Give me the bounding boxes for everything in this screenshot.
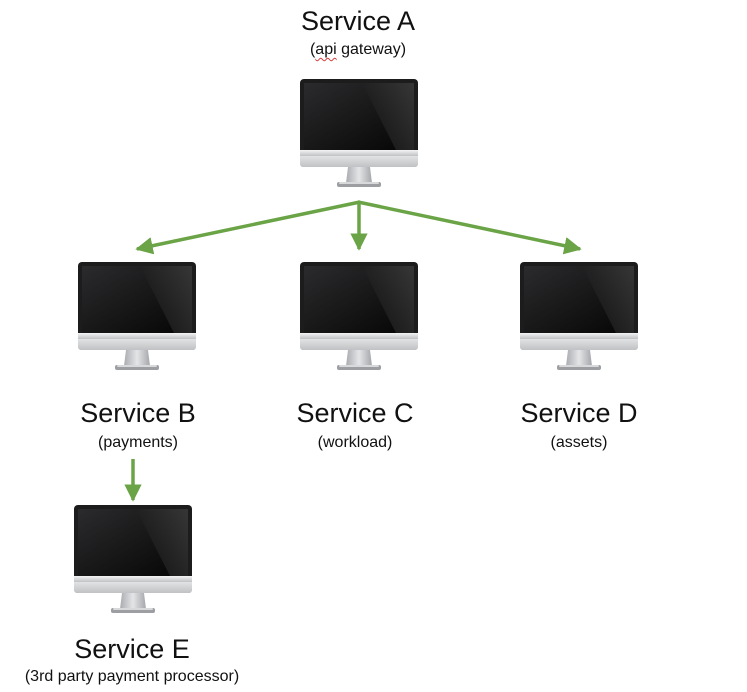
desktop-monitor-icon-service-e (74, 505, 192, 613)
service-b-title: Service B (80, 398, 196, 428)
service-a-subtitle-rest: gateway) (336, 41, 407, 58)
service-c-title: Service C (296, 398, 414, 428)
service-c-subtitle: (workload) (317, 434, 393, 451)
service-a-subtitle-open: ( (309, 41, 316, 58)
arrow-a-to-b (135, 200, 361, 255)
service-d-title: Service D (520, 398, 638, 428)
desktop-monitor-icon-service-d (520, 262, 638, 370)
service-a-title: Service A (300, 6, 416, 36)
arrow-a-to-d (357, 200, 582, 255)
service-b-subtitle: (payments) (97, 434, 179, 451)
service-a-subtitle-api: api (315, 41, 337, 58)
service-d-subtitle: (assets) (550, 434, 608, 451)
service-a-subtitle: (api gateway) (208, 40, 508, 60)
service-e-subtitle: (3rd party payment processor) (24, 668, 240, 685)
desktop-monitor-icon-service-c (300, 262, 418, 370)
connector-lines (124, 200, 582, 502)
desktop-monitor-icon-service-b (78, 262, 196, 370)
desktop-monitor-icon-service-a (300, 79, 418, 187)
service-e-title: Service E (74, 634, 190, 664)
